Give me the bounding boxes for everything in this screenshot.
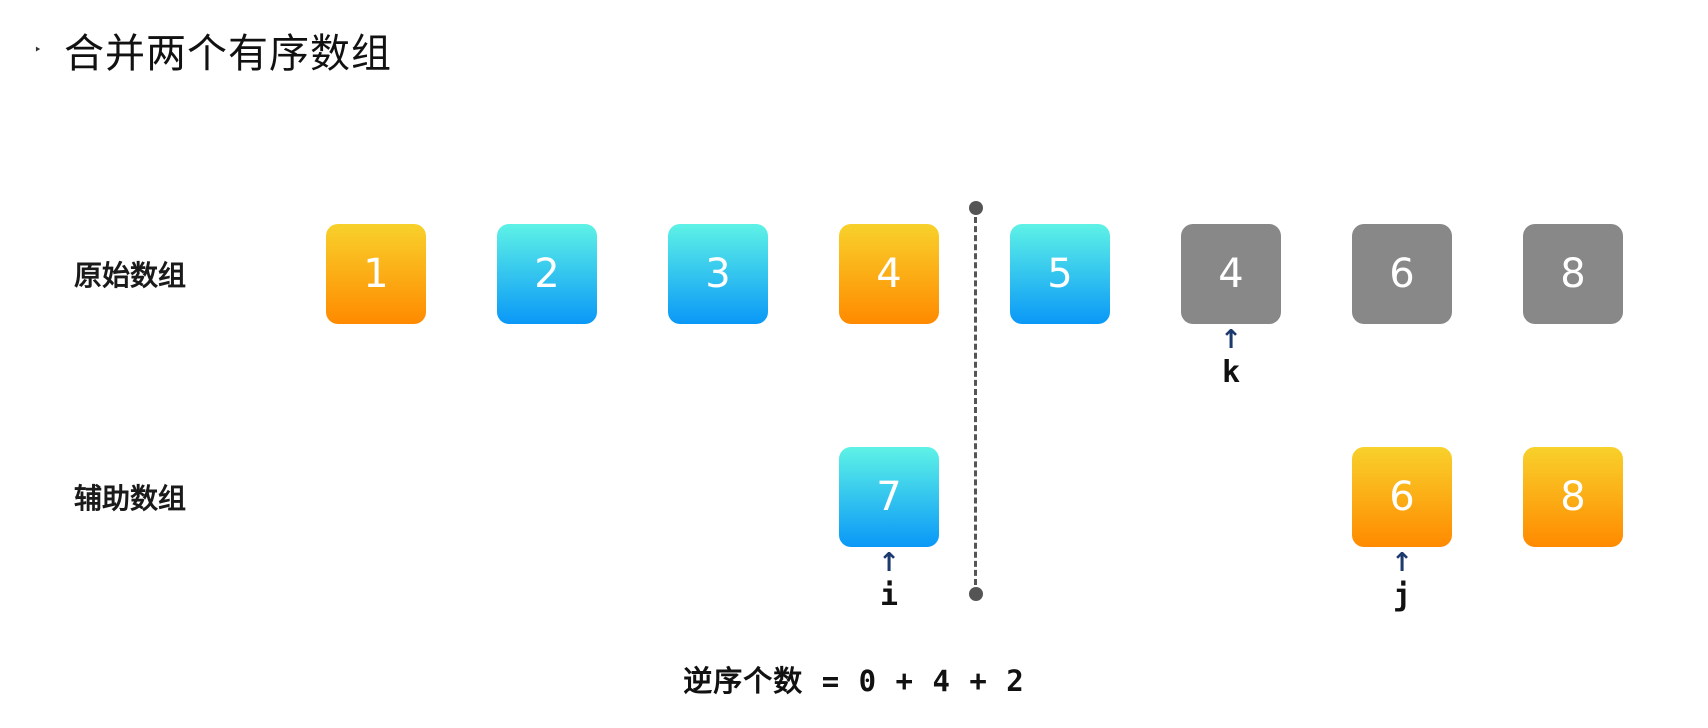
arrow-up-icon: ↑ (1391, 548, 1413, 578)
original-array-cell-2: 3 (668, 224, 768, 324)
original-array-cell-7: 8 (1523, 224, 1623, 324)
auxiliary-array-cell-6: 6 (1352, 447, 1452, 547)
pointer-i: ↑ i (839, 549, 939, 615)
original-array-cell-6: 6 (1352, 224, 1452, 324)
divider-bottom-dot (969, 587, 983, 601)
inversion-count-formula: 逆序个数 = 0 + 4 + 2 (683, 664, 1025, 698)
page-title: 合并两个有序数组 (64, 31, 392, 77)
pointer-j: ↑ j (1352, 549, 1452, 615)
arrow-up-icon: ↑ (878, 548, 900, 578)
original-array-cell-3: 4 (839, 224, 939, 324)
original-array-cell-4: 5 (1010, 224, 1110, 324)
pointer-k: ↑ k (1181, 326, 1281, 392)
pointer-j-label: j (1392, 578, 1412, 613)
arrow-up-icon: ↑ (1220, 325, 1242, 355)
auxiliary-array-label: 辅助数组 (74, 482, 187, 515)
pointer-k-label: k (1221, 355, 1241, 390)
bullet-icon: ‣ (34, 42, 42, 58)
original-array-cell-5: 4 (1181, 224, 1281, 324)
split-divider (969, 201, 983, 601)
auxiliary-array-cell-7: 8 (1523, 447, 1623, 547)
pointer-i-label: i (879, 578, 899, 613)
divider-dashed-line (974, 208, 977, 594)
title-row: ‣ 合并两个有序数组 (34, 22, 392, 78)
original-array-cell-1: 2 (497, 224, 597, 324)
auxiliary-array-cell-3: 7 (839, 447, 939, 547)
original-array-cell-0: 1 (326, 224, 426, 324)
original-array-label: 原始数组 (74, 259, 187, 292)
